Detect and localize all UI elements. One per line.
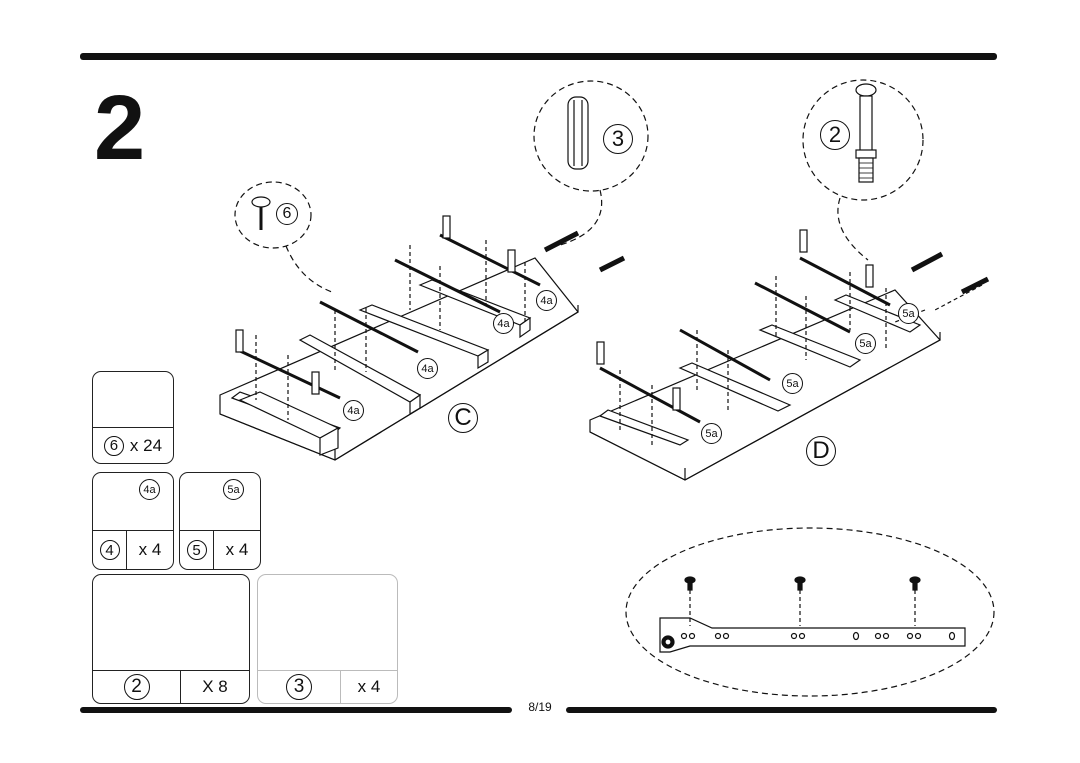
part-box-cam-bolt: 2 X 8 (92, 574, 250, 704)
part-bracket-4-id: 4 (99, 540, 120, 560)
bracket-tag-5a: 5a (855, 333, 876, 354)
part-box-screw: 6 x 24 (92, 371, 174, 464)
part-dowel-qty: x 4 (340, 671, 397, 703)
bracket-tag-5a: 5a (782, 373, 803, 394)
part-bracket-4-tag: 4a (139, 479, 160, 500)
page-number: 8/19 (528, 700, 552, 714)
part-bracket-5-qty: x 4 (213, 531, 260, 569)
bracket-tag-4a: 4a (417, 358, 438, 379)
part-box-bracket-5: 5a 5 x 4 (179, 472, 261, 570)
drawer-d-drawing (589, 229, 990, 481)
part-screw-id: 6 (103, 435, 124, 456)
part-bracket-5-id: 5 (186, 540, 207, 560)
cam-bolt-callout-number: 2 (820, 120, 850, 150)
screw-callout-drawing (251, 196, 271, 230)
drawer-c-drawing (219, 215, 626, 461)
bracket-tag-5a: 5a (701, 423, 722, 444)
dowel-callout-drawing (567, 96, 589, 170)
part-screw-id-qty: 6 x 24 (93, 428, 173, 463)
part-bracket-4-qty: x 4 (126, 531, 173, 569)
top-rule (80, 53, 997, 60)
part-dowel-id: 3 (286, 674, 312, 700)
bottom-rule-right (566, 707, 997, 713)
bracket-tag-5a: 5a (898, 303, 919, 324)
part-cam-bolt-qty: X 8 (180, 671, 249, 703)
rail-detail-drawing (659, 576, 966, 653)
dowel-callout-number: 3 (603, 124, 633, 154)
bracket-tag-4a: 4a (493, 313, 514, 334)
screw-callout-number: 6 (276, 203, 298, 225)
part-box-dowel: 3 x 4 (257, 574, 398, 704)
bottom-rule-left (80, 707, 512, 713)
bracket-tag-4a: 4a (343, 400, 364, 421)
step-number: 2 (94, 77, 146, 179)
part-bracket-5-tag: 5a (223, 479, 244, 500)
part-screw-qty: x 24 (129, 435, 163, 455)
panel-c-label: C (448, 403, 478, 433)
bracket-tag-4a: 4a (536, 290, 557, 311)
cam-bolt-callout-drawing (855, 83, 877, 183)
part-cam-bolt-id: 2 (123, 674, 150, 700)
part-box-bracket-4: 4a 4 x 4 (92, 472, 174, 570)
panel-d-label: D (806, 436, 836, 466)
